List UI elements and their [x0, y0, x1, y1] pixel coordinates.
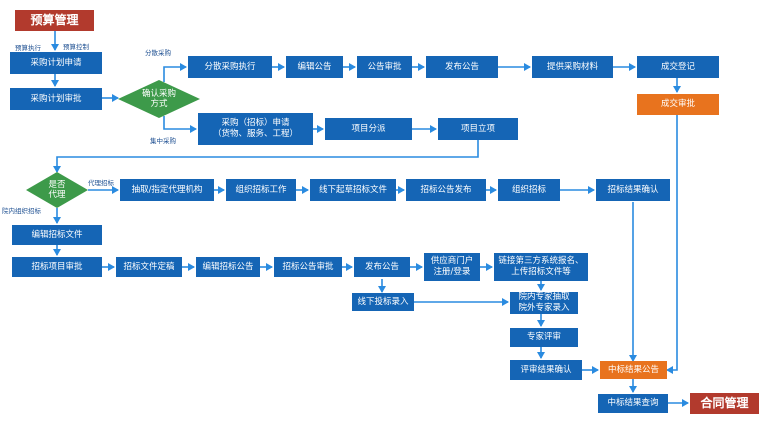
node-offline-bid-doc[interactable]: 线下起草招标文件	[310, 179, 396, 201]
node-purchase-apply[interactable]: 采购（招标）申请 （货物、服务、工程）	[198, 113, 313, 145]
node-award-notice[interactable]: 中标结果公告	[600, 361, 667, 379]
label-scattered: 分散采购	[145, 49, 171, 57]
label-budget-exec: 预算执行	[15, 44, 41, 52]
node-plan-apply[interactable]: 采购计划申请	[10, 52, 102, 74]
node-project-dispatch[interactable]: 项目分派	[325, 118, 412, 140]
node-third-party[interactable]: 链接第三方系统报名、 上传招标文件等	[494, 253, 588, 281]
diamond-shape	[118, 80, 200, 118]
node-project-setup[interactable]: 项目立项	[438, 118, 518, 140]
node-edit-notice[interactable]: 编辑公告	[286, 56, 343, 78]
node-offline-bid-entry[interactable]: 线下投标录入	[352, 293, 414, 311]
contract-management-title[interactable]: 合同管理	[690, 393, 759, 414]
node-bid-doc-finalize[interactable]: 招标文件定稿	[116, 257, 182, 277]
node-select-agency[interactable]: 抽取/指定代理机构	[120, 179, 214, 201]
decision-is-agency[interactable]: 是否 代理	[26, 172, 88, 208]
label-agency: 代理招标	[88, 179, 114, 187]
node-organize-bidding[interactable]: 组织招标	[498, 179, 560, 201]
node-organize-bid-work[interactable]: 组织招标工作	[226, 179, 296, 201]
node-expert-draw[interactable]: 院内专家抽取 院外专家录入	[510, 292, 578, 314]
node-deal-approve[interactable]: 成交审批	[637, 94, 719, 115]
node-review-confirm[interactable]: 评审结果确认	[510, 360, 582, 380]
label-centralized: 集中采购	[150, 137, 176, 145]
diamond-shape	[26, 172, 88, 208]
node-award-query[interactable]: 中标结果查询	[598, 394, 668, 413]
node-notice-approve[interactable]: 公告审批	[357, 56, 412, 78]
decision-confirm-method-label: 确认采购 方式	[141, 89, 176, 109]
label-internal: 院内组织招标	[2, 207, 41, 215]
decision-confirm-method[interactable]: 确认采购 方式	[118, 80, 200, 118]
node-plan-approve[interactable]: 采购计划审批	[10, 88, 102, 110]
decision-is-agency-label: 是否 代理	[48, 180, 66, 200]
node-bid-project-approve[interactable]: 招标项目审批	[12, 257, 102, 277]
budget-management-title[interactable]: 预算管理	[15, 10, 94, 31]
node-publish-notice-2[interactable]: 发布公告	[354, 257, 410, 277]
node-edit-bid-doc[interactable]: 编辑招标文件	[12, 225, 102, 245]
node-edit-bid-notice[interactable]: 编辑招标公告	[196, 257, 260, 277]
node-bid-notice-publish[interactable]: 招标公告发布	[406, 179, 486, 201]
node-deal-register[interactable]: 成交登记	[637, 56, 719, 78]
node-bid-notice-approve[interactable]: 招标公告审批	[274, 257, 342, 277]
node-supplier-portal[interactable]: 供应商门户 注册/登录	[424, 253, 480, 281]
node-provide-materials[interactable]: 提供采购材料	[532, 56, 613, 78]
node-scattered-exec[interactable]: 分散采购执行	[188, 56, 272, 78]
label-budget-control: 预算控制	[63, 43, 89, 51]
node-bid-result-confirm[interactable]: 招标结果确认	[596, 179, 670, 201]
node-expert-review[interactable]: 专家评审	[510, 328, 578, 347]
node-publish-notice[interactable]: 发布公告	[426, 56, 498, 78]
